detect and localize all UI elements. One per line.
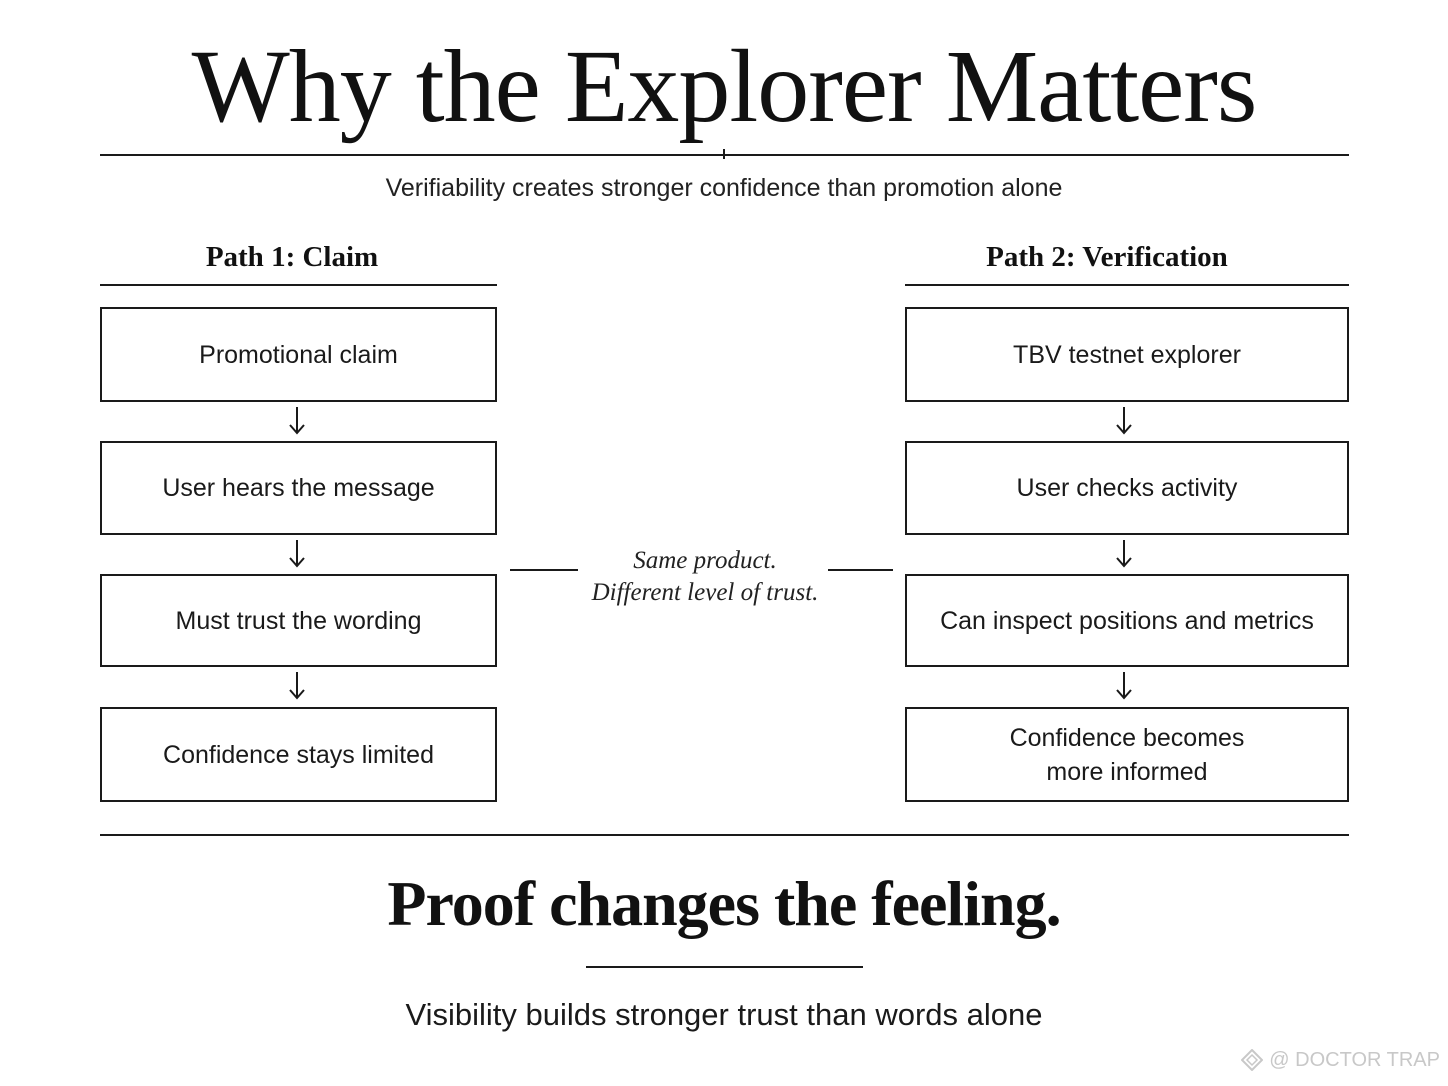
path1-heading-rule bbox=[100, 284, 497, 286]
down-arrow-icon bbox=[289, 407, 305, 435]
path1-step-box: User hears the message bbox=[100, 441, 497, 535]
path1-heading: Path 1: Claim bbox=[205, 241, 379, 273]
down-arrow-icon bbox=[289, 672, 305, 700]
tagline-underline bbox=[586, 966, 863, 968]
down-arrow-icon bbox=[1116, 407, 1132, 435]
path2-step-label: TBV testnet explorer bbox=[1013, 340, 1241, 369]
path1-step-label: Must trust the wording bbox=[175, 606, 422, 635]
down-arrow-icon bbox=[1116, 540, 1132, 568]
tagline: Proof changes the feeling. bbox=[387, 868, 1061, 939]
path2-step-box: TBV testnet explorer bbox=[905, 307, 1349, 402]
center-note: Same product. Different level of trust. bbox=[560, 545, 850, 609]
watermark: @ DOCTOR TRAP bbox=[1241, 1046, 1440, 1074]
path2-step-box: User checks activity bbox=[905, 441, 1349, 535]
center-note-line2: Different level of trust. bbox=[591, 579, 819, 606]
center-note-right-connector bbox=[828, 569, 893, 571]
footer-subtitle: Visibility builds stronger trust than wo… bbox=[405, 997, 1043, 1032]
page-subtitle: Verifiability creates stronger confidenc… bbox=[385, 174, 1063, 202]
path1-step-label: Confidence stays limited bbox=[163, 740, 434, 769]
center-note-line1: Same product. bbox=[633, 547, 777, 574]
path2-step-label: Can inspect positions and metrics bbox=[940, 606, 1314, 635]
diamond-logo-icon bbox=[1241, 1049, 1264, 1071]
path2-step-box: Confidence becomes more informed bbox=[905, 707, 1349, 802]
title-divider-tick bbox=[723, 149, 725, 159]
bottom-divider bbox=[100, 834, 1349, 836]
path1-step-box: Confidence stays limited bbox=[100, 707, 497, 802]
down-arrow-icon bbox=[289, 540, 305, 568]
center-note-left-connector bbox=[510, 569, 578, 571]
path2-heading: Path 2: Verification bbox=[986, 241, 1228, 273]
path2-step-label: User checks activity bbox=[1016, 474, 1238, 502]
path1-step-box: Promotional claim bbox=[100, 307, 497, 402]
path2-heading-rule bbox=[905, 284, 1349, 286]
page-title: Why the Explorer Matters bbox=[191, 29, 1258, 144]
path2-step-box: Can inspect positions and metrics bbox=[905, 574, 1349, 667]
path1-step-label: Promotional claim bbox=[199, 340, 398, 369]
down-arrow-icon bbox=[1116, 672, 1132, 700]
path2-step-label: Confidence becomes more informed bbox=[1009, 723, 1245, 786]
path1-step-box: Must trust the wording bbox=[100, 574, 497, 667]
watermark-text: @ DOCTOR TRAP bbox=[1269, 1049, 1440, 1071]
path1-step-label: User hears the message bbox=[162, 474, 435, 502]
